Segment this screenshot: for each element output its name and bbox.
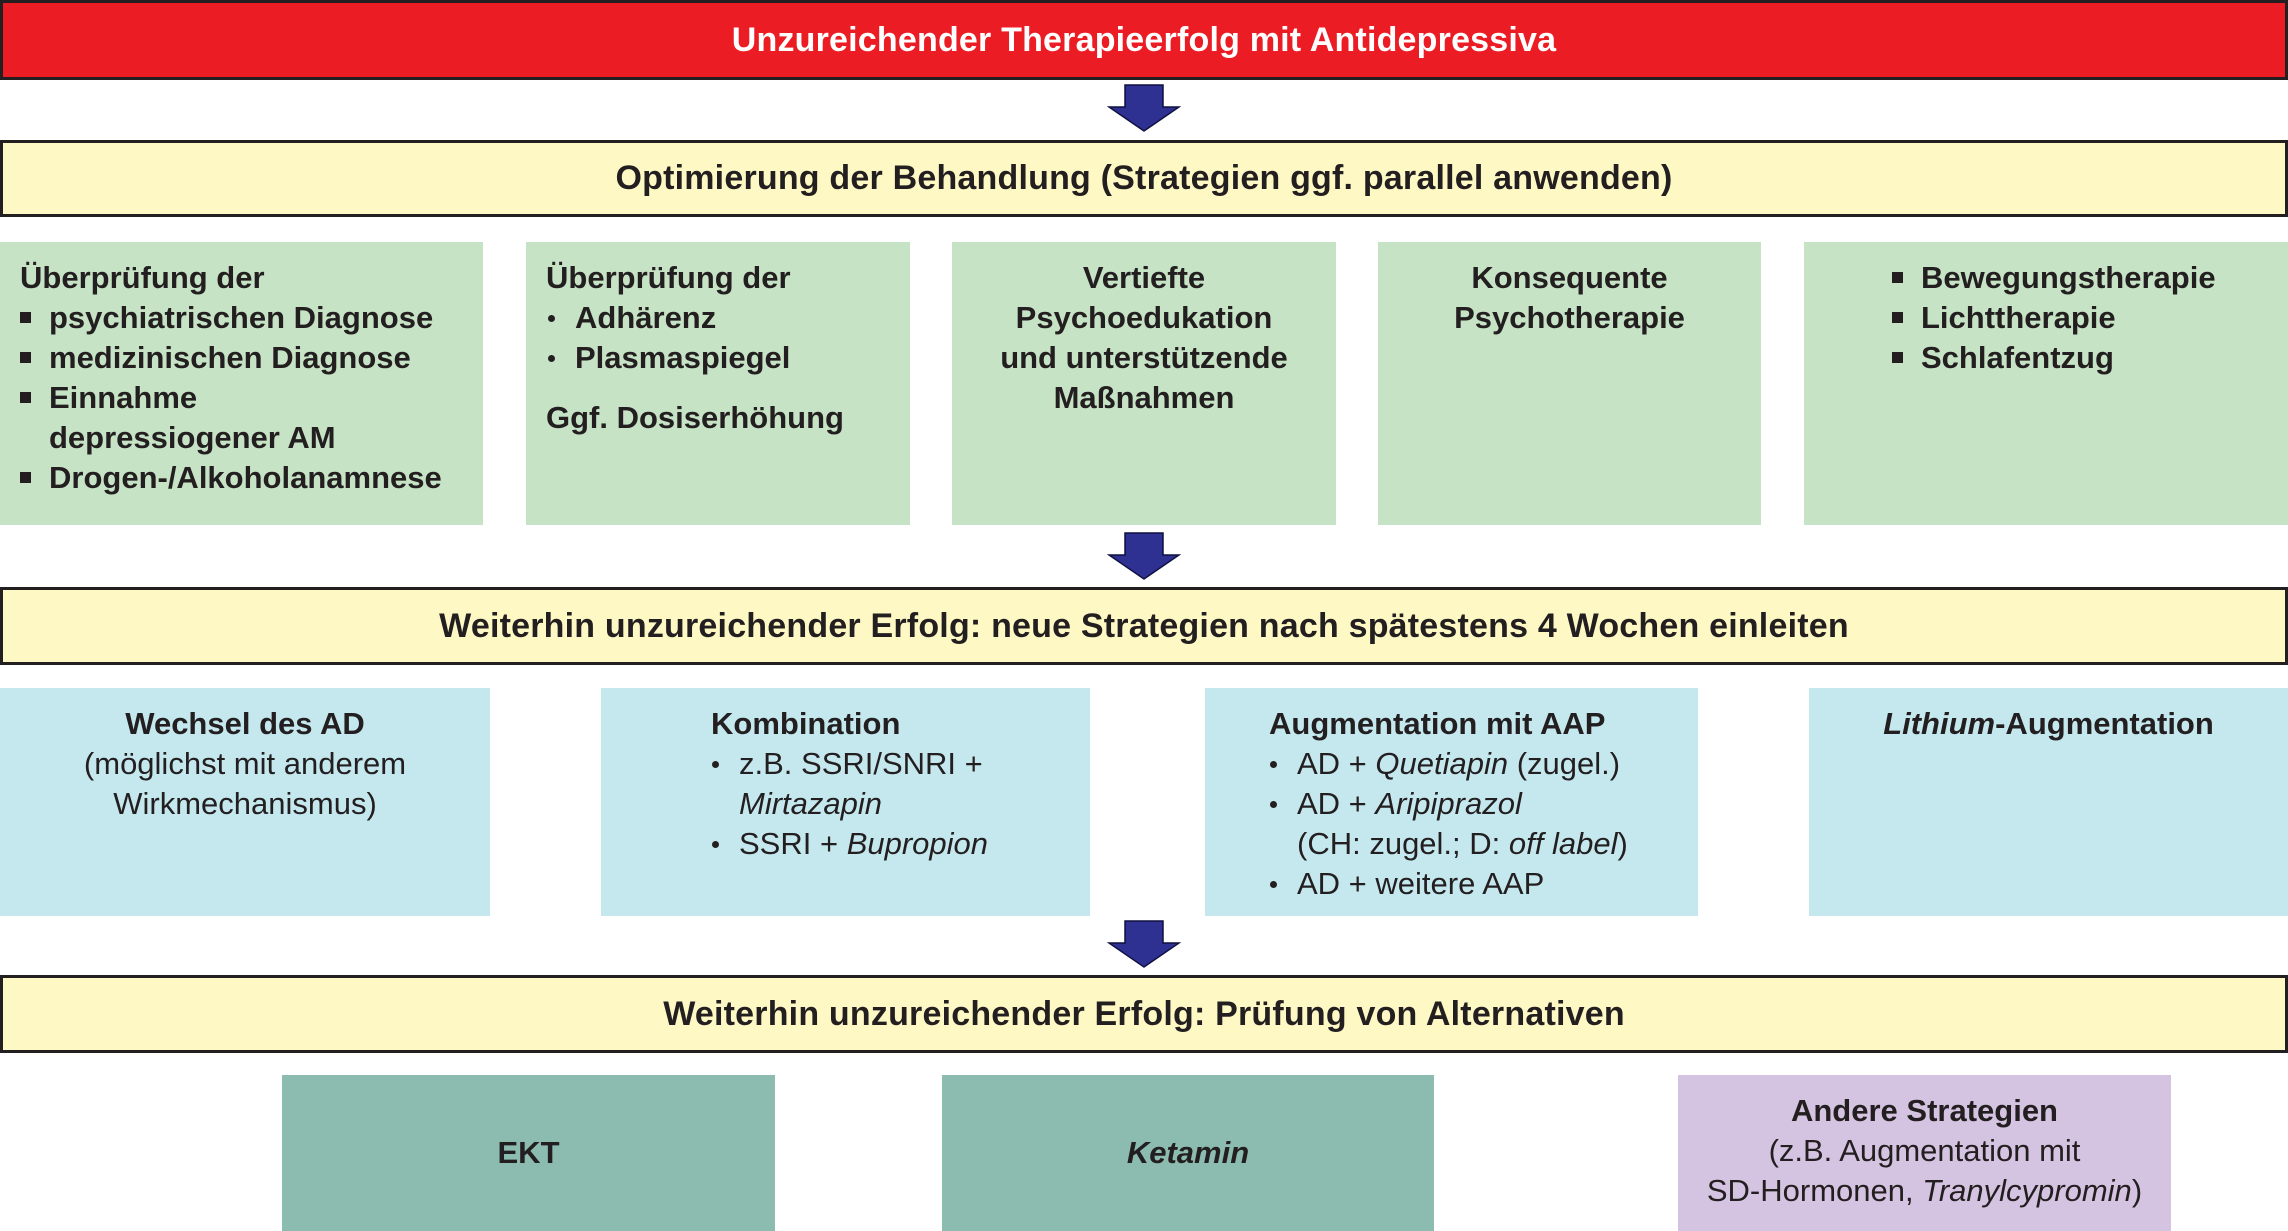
down-arrow-icon (1107, 920, 1181, 968)
list-item: AD + Aripiprazol (CH: zugel.; D: off lab… (1270, 784, 1698, 864)
list-item: Drogen-/Alkoholanamnese (20, 458, 483, 498)
diagnosis-review-box: Überprüfung der psychiatrischen Diagnose… (0, 242, 483, 525)
switch-title: Wechsel des AD (125, 706, 365, 741)
switch-line: Wirkmechanismus) (113, 786, 377, 821)
other-strategies-line: SD-Hormonen, Tranylcypromin) (1678, 1171, 2171, 1211)
ketamine-box: Ketamin (942, 1075, 1434, 1231)
drug-name: Aripiprazol (1375, 786, 1522, 821)
top-banner-text: Unzureichender Therapieerfolg mit Antide… (731, 20, 1557, 59)
drug-name: Quetiapin (1375, 746, 1509, 781)
new-strategies-banner-text: Weiterhin unzureichender Erfolg: neue St… (439, 606, 1849, 645)
list-item: Bewegungstherapie (1892, 258, 2288, 298)
list-item-continuation: depressiogener AM (49, 420, 336, 455)
list-item: Einnahme (20, 378, 483, 418)
down-arrow-icon (1107, 532, 1181, 580)
other-strategies-line: (z.B. Augmentation mit (1768, 1133, 2081, 1168)
adherence-review-box: Überprüfung der Adhärenz Plasmaspiegel G… (526, 242, 910, 525)
combination-title: Kombination (711, 706, 901, 741)
other-therapies-box: Bewegungstherapie Lichttherapie Schlafen… (1804, 242, 2288, 525)
list-item-text: AD + (1297, 786, 1376, 821)
ect-label: EKT (497, 1135, 560, 1170)
list-item: SSRI + Bupropion (712, 824, 1090, 864)
list-item-text: SSRI + (739, 826, 847, 861)
psychoeducation-line: Psychoedukation (1015, 300, 1273, 335)
alternatives-banner: Weiterhin unzureichender Erfolg: Prüfung… (0, 975, 2288, 1053)
optimization-banner: Optimierung der Behandlung (Strategien g… (0, 140, 2288, 217)
alternatives-banner-text: Weiterhin unzureichender Erfolg: Prüfung… (663, 994, 1625, 1033)
psychoeducation-line: Vertiefte (1082, 260, 1206, 295)
other-strategies-text: ) (2131, 1173, 2143, 1208)
augmentation-title: Augmentation mit AAP (1269, 706, 1606, 741)
psychotherapy-line: Konsequente (1471, 260, 1668, 295)
augmentation-aap-box: Augmentation mit AAP AD + Quetiapin (zug… (1205, 688, 1698, 916)
approval-note: ) (1617, 826, 1628, 861)
drug-name: Tranylcypromin (1922, 1173, 2132, 1208)
top-banner: Unzureichender Therapieerfolg mit Antide… (0, 0, 2288, 80)
psychoeducation-line: und unterstützende (1000, 340, 1288, 375)
ect-box: EKT (282, 1075, 775, 1231)
down-arrow-icon (1107, 84, 1181, 132)
lithium-augmentation-box: Lithium-Augmentation (1809, 688, 2288, 916)
list-item: Plasmaspiegel (548, 338, 910, 378)
list-item: medizinischen Diagnose (20, 338, 483, 378)
psychoeducation-line: Maßnahmen (1053, 380, 1235, 415)
lithium-suffix: -Augmentation (1995, 706, 2214, 741)
ketamine-label: Ketamin (1126, 1135, 1250, 1170)
optimization-banner-text: Optimierung der Behandlung (Strategien g… (615, 159, 1673, 197)
switch-line: (möglichst mit anderem (83, 746, 407, 781)
psychotherapy-line: Psychotherapie (1454, 300, 1685, 335)
drug-name: Lithium (1883, 706, 1996, 741)
list-item: Adhärenz (548, 298, 910, 338)
other-strategies-box: Andere Strategien (z.B. Augmentation mit… (1678, 1075, 2171, 1231)
list-item: AD + weitere AAP (1270, 864, 1698, 904)
list-item: Schlafentzug (1892, 338, 2288, 378)
list-item-text: AD + (1297, 746, 1376, 781)
approval-note: (zugel.) (1508, 746, 1621, 781)
list-item: z.B. SSRI/SNRI + Mirtazapin (712, 744, 1090, 824)
other-strategies-title: Andere Strategien (1790, 1093, 2058, 1128)
drug-name: Bupropion (846, 826, 989, 861)
switch-antidepressant-box: Wechsel des AD (möglichst mit anderem Wi… (0, 688, 490, 916)
list-item: Lichttherapie (1892, 298, 2288, 338)
approval-note: (CH: zugel.; D: (1297, 826, 1509, 861)
other-strategies-text: SD-Hormonen, (1706, 1173, 1923, 1208)
drug-name: Mirtazapin (739, 786, 882, 821)
combination-box: Kombination z.B. SSRI/SNRI + Mirtazapin … (601, 688, 1090, 916)
dose-increase-note: Ggf. Dosiserhöhung (546, 400, 844, 435)
psychoeducation-box: Vertiefte Psychoedukation und unterstütz… (952, 242, 1336, 525)
list-item: psychiatrischen Diagnose (20, 298, 483, 338)
diagnosis-review-heading: Überprüfung der (20, 260, 265, 295)
list-item-text: z.B. SSRI/SNRI + (739, 746, 983, 781)
list-item: AD + Quetiapin (zugel.) (1270, 744, 1698, 784)
off-label-note: off label (1508, 826, 1618, 861)
psychotherapy-box: Konsequente Psychotherapie (1378, 242, 1761, 525)
adherence-review-heading: Überprüfung der (546, 260, 791, 295)
new-strategies-banner: Weiterhin unzureichender Erfolg: neue St… (0, 587, 2288, 665)
